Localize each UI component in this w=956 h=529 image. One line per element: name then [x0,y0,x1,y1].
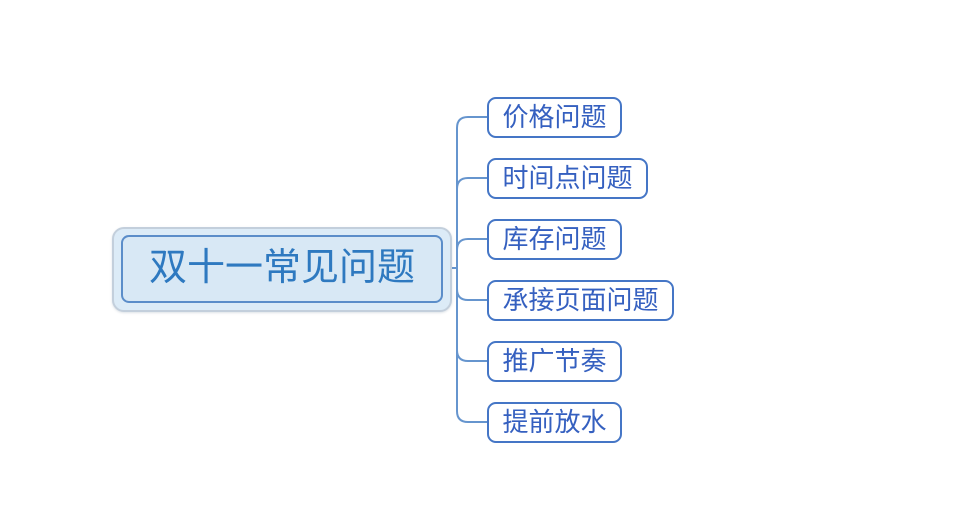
connector-line [456,349,488,362]
root-topic-label: 双十一常见问题 [148,247,415,289]
subtopic-label: 价格问题 [502,102,607,132]
subtopic-node[interactable]: 时间点问题 [487,158,648,199]
subtopic-label: 推广节奏 [502,346,607,376]
connector-line [456,288,488,301]
subtopic-label: 承接页面问题 [502,285,659,315]
subtopic-label: 时间点问题 [502,163,633,193]
connector-line [456,116,488,423]
connector-line [456,238,488,251]
subtopic-node[interactable]: 价格问题 [487,97,622,138]
subtopic-node[interactable]: 库存问题 [487,219,622,260]
subtopic-node[interactable]: 承接页面问题 [487,280,674,321]
connector-line [456,177,488,190]
subtopic-label: 提前放水 [502,407,607,437]
root-topic-node[interactable]: 双十一常见问题 [121,235,443,303]
subtopic-node[interactable]: 推广节奏 [487,341,622,382]
subtopic-node[interactable]: 提前放水 [487,402,622,443]
subtopic-label: 库存问题 [502,224,607,254]
root-topic-selection-halo: 双十一常见问题 [112,227,452,312]
